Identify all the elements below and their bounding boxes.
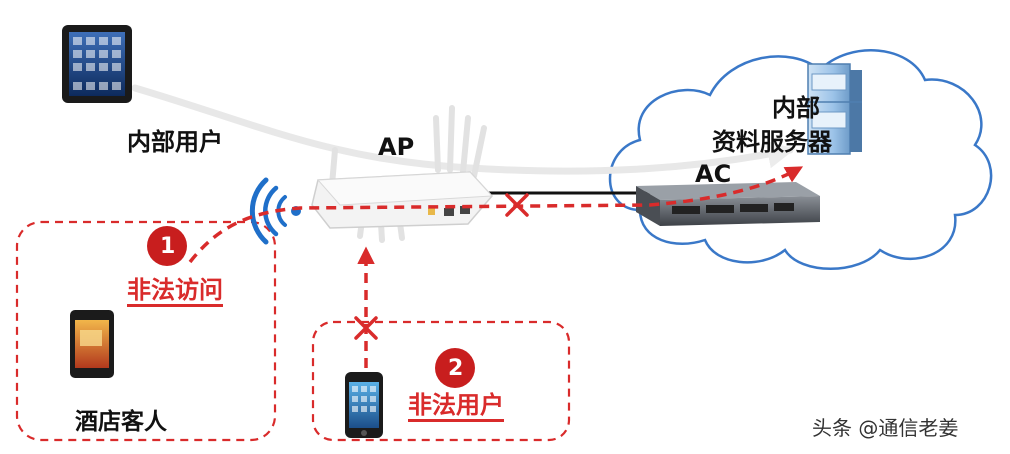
access-point-icon bbox=[311, 105, 494, 243]
cloud-network-outline bbox=[608, 49, 993, 270]
step-badge-2 bbox=[435, 348, 475, 388]
step-badge-1 bbox=[147, 226, 187, 266]
illegal-access-path bbox=[188, 166, 804, 264]
internal-user-label: 内部用户 bbox=[127, 128, 223, 156]
step-number-2: 2 bbox=[448, 356, 464, 381]
step-number-1: 1 bbox=[160, 234, 176, 259]
hotel-guest-label: 酒店客人 bbox=[75, 409, 167, 435]
tablet-icon bbox=[62, 25, 132, 103]
hotel-guest-zone bbox=[15, 220, 277, 442]
illegal-user-label: 非法用户 bbox=[408, 392, 504, 423]
controller-switch-icon bbox=[636, 182, 820, 226]
server-label-line1: 内部 bbox=[772, 94, 820, 122]
blocked-x-icon bbox=[505, 193, 529, 217]
blocked-x-icon bbox=[354, 316, 378, 340]
server-icon bbox=[807, 63, 862, 155]
ac-label: AC bbox=[695, 160, 732, 188]
ap-label: AP bbox=[378, 133, 415, 161]
server-label-line2: 资料服务器 bbox=[712, 128, 832, 156]
smartphone-icon bbox=[345, 372, 383, 438]
illegal-access-label: 非法访问 bbox=[127, 277, 223, 308]
feature-phone-icon bbox=[70, 310, 114, 378]
internal-user-path bbox=[131, 84, 796, 175]
watermark: 头条 @通信老姜 bbox=[812, 416, 959, 440]
illegal-user-zone bbox=[311, 320, 571, 442]
